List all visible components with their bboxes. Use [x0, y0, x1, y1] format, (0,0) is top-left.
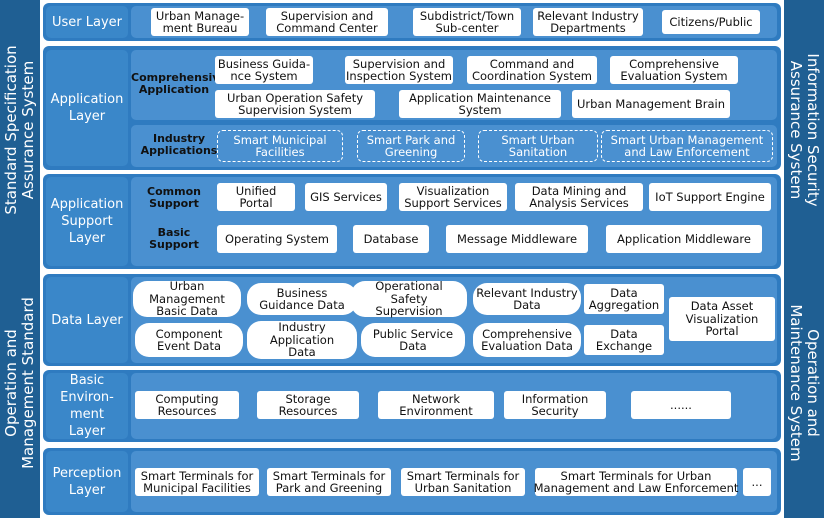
data-mining-analysis-services: Data Mining and Analysis Services	[515, 183, 643, 211]
citizens-public: Citizens/Public	[662, 10, 760, 34]
industry-application-data: Industry Application Data	[247, 321, 357, 359]
urban-management-brain: Urban Management Brain	[572, 90, 730, 118]
environment-layer-label: Basic Environ- ment Layer	[46, 373, 128, 439]
gis-services: GIS Services	[305, 183, 387, 211]
perception-layer-content: Smart Terminals for Municipal Facilities…	[131, 451, 777, 512]
data-layer-label: Data Layer	[46, 277, 128, 363]
data-asset-visualization-portal: Data Asset Visualization Portal	[669, 297, 775, 341]
operation-maintenance-label: Operation and Maintenance System	[787, 304, 822, 462]
smart-urban-sanitation: Smart Urban Sanitation	[478, 130, 598, 162]
subdistrict-town-subcenter: Subdistrict/Town Sub-center	[413, 8, 521, 36]
network-environment: Network Environment	[378, 391, 494, 419]
database: Database	[353, 225, 429, 253]
perception-layer-label: Perception Layer	[46, 451, 128, 512]
data-layer-content: Urban Management Basic Data Business Gui…	[131, 277, 777, 363]
comprehensive-evaluation-system: Comprehensive Evaluation System	[610, 56, 738, 84]
right-sidebar: Information Security Assurance System Op…	[784, 0, 824, 518]
relevant-industry-departments: Relevant Industry Departments	[533, 8, 643, 36]
urban-operation-safety-system: Urban Operation Safety Supervision Syste…	[215, 90, 375, 118]
application-maintenance-system: Application Maintenance System	[399, 90, 561, 118]
supervision-inspection-system: Supervision and Inspection System	[345, 56, 453, 84]
smart-park-greening: Smart Park and Greening	[357, 130, 465, 162]
common-support-label: Common Support	[147, 185, 201, 210]
urban-management-bureau: Urban Manage- ment Bureau	[151, 8, 249, 36]
data-aggregation: Data Aggregation	[584, 284, 664, 314]
basic-support-label: Basic Support	[149, 226, 199, 251]
operating-system: Operating System	[217, 225, 337, 253]
perception-more: ...	[743, 468, 771, 496]
user-layer-label: User Layer	[46, 6, 128, 38]
relevant-industry-data: Relevant Industry Data	[473, 283, 581, 315]
operation-management-standard-label: Operation and Management Standard	[2, 297, 37, 470]
component-event-data: Component Event Data	[135, 323, 243, 357]
operational-safety-supervision: Operational Safety Supervision	[351, 280, 467, 318]
environment-layer-content: Computing Resources Storage Resources Ne…	[131, 373, 777, 439]
smart-terminals-municipal-facilities: Smart Terminals for Municipal Facilities	[135, 468, 259, 496]
environment-more: ......	[631, 391, 731, 419]
support-layer-label: Application Support Layer	[46, 177, 128, 266]
business-guidance-data: Business Guidance Data	[247, 283, 357, 315]
unified-portal: Unified Portal	[217, 183, 295, 211]
business-guidance-system: Business Guida- nce System	[215, 56, 313, 84]
smart-municipal-facilities: Smart Municipal Facilities	[217, 130, 343, 162]
application-layer-label: Application Layer	[46, 50, 128, 166]
smart-terminals-urban-management-law-enforcement: Smart Terminals for Urban Management and…	[533, 468, 739, 496]
smart-urban-management-law-enforcement: Smart Urban Management and Law Enforceme…	[601, 130, 773, 162]
urban-management-basic-data: Urban Management Basic Data	[133, 280, 241, 318]
left-sidebar: Standard Specification Assurance System …	[0, 0, 40, 518]
storage-resources: Storage Resources	[257, 391, 359, 419]
public-service-data: Public Service Data	[361, 323, 465, 357]
command-coordination-system: Command and Coordination System	[467, 56, 597, 84]
data-exchange: Data Exchange	[584, 325, 664, 355]
computing-resources: Computing Resources	[135, 391, 239, 419]
industry-applications-label: Industry Applications	[140, 132, 218, 157]
smart-terminals-park-greening: Smart Terminals for Park and Greening	[267, 468, 391, 496]
supervision-command-center: Supervision and Command Center	[266, 8, 388, 36]
information-security: Information Security	[504, 391, 606, 419]
standard-specification-label: Standard Specification Assurance System	[2, 44, 37, 215]
visualization-support-services: Visualization Support Services	[399, 183, 507, 211]
support-layer-content: Common Support Unified Portal GIS Servic…	[131, 177, 777, 266]
message-middleware: Message Middleware	[446, 225, 588, 253]
iot-support-engine: IoT Support Engine	[649, 183, 771, 211]
comprehensive-evaluation-data: Comprehensive Evaluation Data	[473, 323, 581, 357]
industry-applications-panel: Industry Applications Smart Municipal Fa…	[131, 125, 777, 167]
application-middleware: Application Middleware	[606, 225, 762, 253]
smart-terminals-urban-sanitation: Smart Terminals for Urban Sanitation	[401, 468, 525, 496]
user-layer-content: Urban Manage- ment Bureau Supervision an…	[131, 6, 777, 38]
comprehensive-application-panel: Comprehensive Application Business Guida…	[131, 50, 777, 120]
comprehensive-application-label: Comprehensive Application	[131, 71, 227, 96]
information-security-label: Information Security Assurance System	[787, 52, 822, 207]
